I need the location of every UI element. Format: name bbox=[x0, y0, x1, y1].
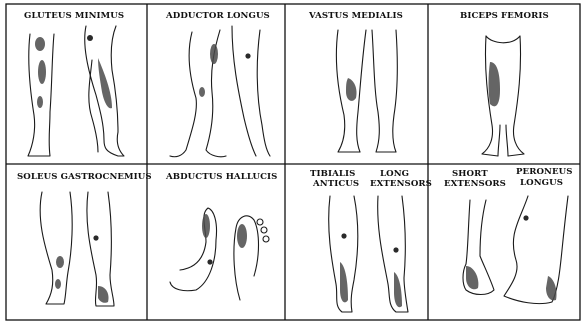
panel-vastus-medialis: VASTUS MEDIALIS bbox=[308, 11, 403, 152]
leg-illustration bbox=[170, 26, 270, 157]
panel-short-extensors-peroneus: SHORT EXTENSORS PERONEUS LONGUS bbox=[444, 167, 573, 304]
pain-referral-zones bbox=[55, 235, 109, 302]
panel-label2-line-1: LONG bbox=[380, 169, 409, 179]
panel-adductor-longus: ADDUCTOR LONGUS bbox=[165, 11, 270, 157]
panel-biceps-femoris: BICEPS FEMORIS bbox=[460, 11, 549, 156]
panel-label-line-1: TIBIALIS bbox=[310, 169, 355, 179]
panel-label: BICEPS FEMORIS bbox=[460, 11, 549, 21]
panel-label: GLUTEUS MINIMUS bbox=[24, 11, 124, 21]
pain-referral-zones bbox=[466, 215, 557, 300]
grid-frame bbox=[6, 4, 580, 320]
foot-illustration bbox=[170, 208, 269, 300]
pain-referral-zones bbox=[202, 214, 247, 265]
panel-label2-line-2: EXTENSORS bbox=[370, 179, 432, 189]
leg-illustration bbox=[482, 36, 524, 156]
panel-label2-line-1: PERONEUS bbox=[516, 167, 573, 177]
leg-illustration bbox=[336, 30, 397, 152]
panel-label-line-2: ANTICUS bbox=[312, 179, 359, 189]
pain-referral-zones bbox=[340, 233, 402, 307]
panel-label2-line-2: LONGUS bbox=[520, 178, 563, 188]
pain-referral-zones bbox=[199, 44, 251, 97]
panel-gluteus-minimus: GLUTEUS MINIMUS bbox=[24, 11, 124, 156]
panel-soleus-gastrocnemius: SOLEUS GASTROCNEMIUS bbox=[17, 172, 152, 306]
pain-referral-zones bbox=[489, 62, 501, 106]
panel-label-line-1: SHORT bbox=[452, 169, 488, 179]
panel-abductus-hallucis: ABDUCTUS HALLUCIS bbox=[165, 172, 277, 300]
pain-referral-zones bbox=[346, 78, 357, 101]
panel-label: VASTUS MEDIALIS bbox=[308, 11, 403, 21]
panel-tibialis-long-extensors: TIBIALIS ANTICUS LONG EXTENSORS bbox=[310, 169, 432, 312]
panel-label: ADDUCTOR LONGUS bbox=[165, 11, 270, 21]
pain-referral-zones bbox=[35, 35, 112, 108]
panel-label: SOLEUS GASTROCNEMIUS bbox=[17, 172, 152, 182]
panel-label-line-2: EXTENSORS bbox=[444, 179, 506, 189]
panel-label: ABDUCTUS HALLUCIS bbox=[165, 172, 277, 182]
